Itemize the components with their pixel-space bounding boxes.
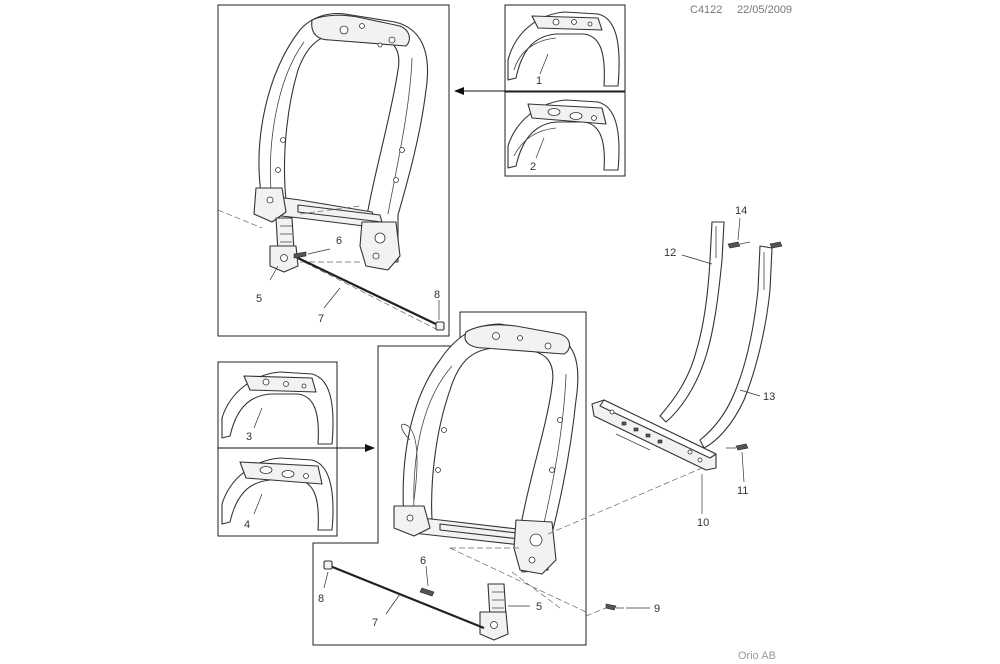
detail-4-frame-top: [221, 457, 334, 531]
callout-6-upper: 6: [336, 235, 342, 247]
lower-backrest-frame: [393, 323, 579, 575]
callout-11: 11: [737, 485, 748, 497]
upper-nut: [435, 321, 445, 331]
callout-1: 1: [536, 75, 542, 87]
screw-9: [605, 603, 624, 611]
bolt-14: [727, 241, 783, 249]
callout-12: 12: [664, 247, 676, 259]
callout-8-upper: 8: [434, 289, 440, 301]
callout-9: 9: [654, 603, 660, 615]
callout-8-lower: 8: [318, 593, 324, 605]
callout-5-lower: 5: [536, 601, 542, 613]
callout-4: 4: [244, 519, 250, 531]
upper-screw: [293, 251, 307, 259]
detail-2-frame-top: [507, 99, 620, 171]
drawing-date: 22/05/2009: [737, 4, 793, 16]
lower-drive-shaft: [329, 564, 485, 630]
callout-5-upper: 5: [256, 293, 262, 305]
callout-13: 13: [763, 391, 775, 403]
upper-frame-panel: [217, 4, 450, 337]
lower-nut: [323, 560, 333, 570]
detail-box-2: [504, 91, 626, 177]
callout-14: 14: [735, 205, 747, 217]
callout-6-lower: 6: [420, 555, 426, 567]
bolt-11: [726, 443, 749, 451]
lower-cable: [401, 423, 418, 501]
drawing-code: C4122: [690, 4, 723, 16]
callout-7-upper: 7: [318, 313, 324, 325]
lower-screw: [419, 587, 435, 597]
callout-7-lower: 7: [372, 617, 378, 629]
detail-3-frame-top: [221, 371, 334, 445]
lower-frame-panel: [312, 311, 587, 646]
bracket-10: [591, 399, 717, 471]
callout-3: 3: [246, 431, 252, 443]
brand-footer: Orio AB: [738, 650, 776, 662]
detail-1-frame-top: [507, 11, 620, 87]
callout-10: 10: [697, 517, 709, 529]
callout-2: 2: [530, 161, 536, 173]
upper-motor-assembly: [269, 217, 299, 273]
upper-drive-shaft: [297, 257, 441, 327]
lower-motor-assembly: [479, 583, 509, 641]
strap-12: [659, 221, 725, 423]
